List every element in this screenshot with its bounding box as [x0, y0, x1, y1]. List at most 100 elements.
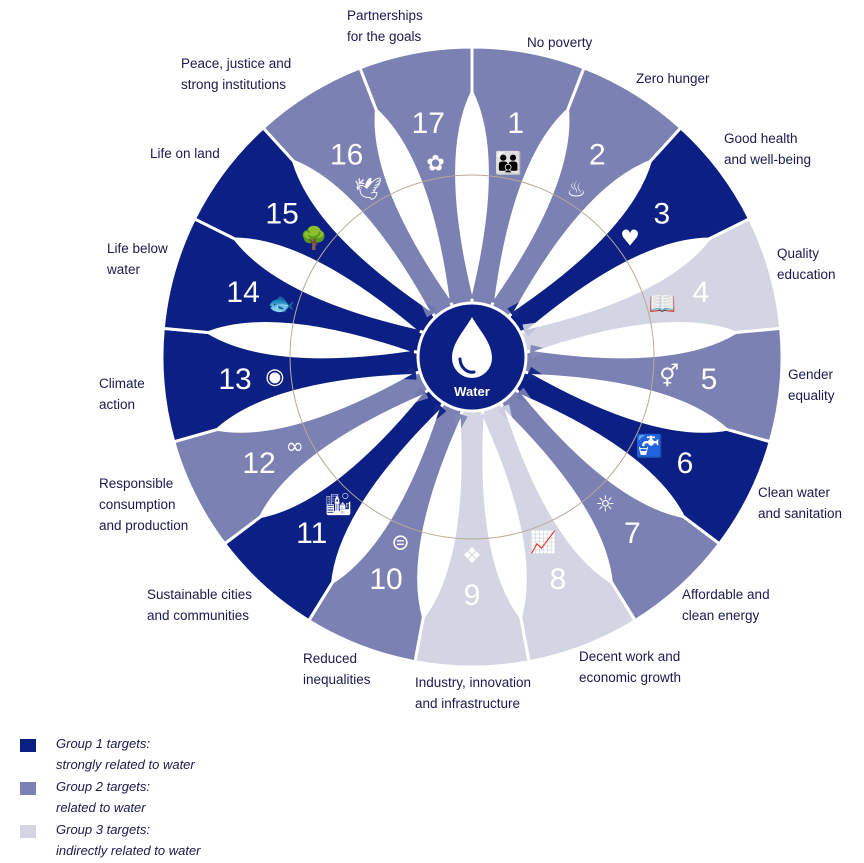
legend-swatch-group1	[20, 739, 36, 752]
goal-number-13: 13	[218, 363, 251, 396]
legend-item-group3: Group 3 targets: indirectly related to w…	[20, 819, 280, 863]
goal-label-line: and sanitation	[758, 506, 843, 521]
dove-gavel-icon: 🕊	[354, 178, 382, 203]
center-hub: Water	[416, 301, 528, 413]
goal-label-line: action	[99, 397, 136, 412]
heartbeat-icon: ♥	[620, 227, 640, 252]
goal-ray-9	[454, 414, 490, 533]
petal	[417, 417, 462, 621]
goal-number-14: 14	[226, 276, 259, 309]
goal-label-11: Sustainable cities and communities	[147, 584, 252, 626]
goal-label-line: economic growth	[579, 670, 682, 685]
legend-swatch-group3	[20, 825, 36, 838]
petal	[531, 374, 730, 433]
petal	[214, 374, 413, 433]
petal	[521, 394, 686, 519]
goal-label-line: education	[777, 267, 836, 282]
legend-swatch-group2	[20, 782, 36, 795]
infinity-icon: ∞	[286, 434, 304, 459]
goal-label-1: No poverty	[527, 32, 592, 53]
goal-label-line: clean energy	[682, 608, 760, 623]
petal	[504, 409, 614, 585]
city-icon: 🏙	[325, 491, 353, 517]
legend-item-group2: Group 2 targets: related to water	[20, 776, 280, 820]
goal-label-line: and well-being	[724, 152, 812, 167]
goal-ray-6	[515, 366, 630, 436]
goal-label-line: Decent work and	[579, 649, 681, 664]
sun-power-icon: ☼	[596, 492, 616, 517]
goal-label-line: Peace, justice and	[181, 56, 292, 71]
goal-label-line: Good health	[724, 131, 798, 146]
growth-chart-icon: 📈	[530, 530, 557, 556]
petal	[330, 409, 440, 585]
petal	[513, 158, 653, 312]
goal-label-line: Clean water	[758, 485, 831, 500]
petal	[527, 237, 712, 330]
goal-ray-2	[487, 207, 565, 318]
fish-icon: 🐟	[268, 292, 295, 317]
goal-ray-15	[331, 250, 437, 337]
goal-label-line: consumption	[99, 497, 176, 512]
goal-label-8: Decent work and economic growth	[579, 646, 681, 688]
goal-ray-3	[507, 250, 613, 337]
goal-label-line: strong institutions	[181, 77, 287, 92]
goal-label-line: and communities	[147, 608, 250, 623]
segment-numbers-and-icons: 1👪2♨3♥4📖5⚥6🚰7☼8📈9❖10⊜11🏙12∞13◉14🐟15🌳16🕊1…	[218, 107, 717, 612]
goal-label-line: Industry, innovation	[415, 675, 532, 690]
goal-label-line: Life on land	[150, 146, 220, 161]
goal-ray-16	[379, 207, 457, 318]
goal-number-8: 8	[550, 563, 567, 596]
goal-label-line: Zero hunger	[636, 71, 710, 86]
tree-icon: 🌳	[300, 225, 327, 252]
goal-label-line: Sustainable cities	[147, 587, 253, 602]
water-tap-icon: 🚰	[635, 433, 662, 459]
goal-ray-7	[497, 387, 591, 488]
goal-number-16: 16	[330, 139, 363, 172]
petal	[455, 89, 489, 295]
goal-label-10: Reduced inequalities	[303, 648, 371, 690]
goal-ray-12	[314, 366, 429, 436]
goal-number-2: 2	[589, 139, 606, 172]
inner-ring	[289, 174, 655, 540]
petal	[291, 158, 431, 312]
equals-icon: ⊜	[391, 531, 409, 556]
goal-label-line: Gender	[788, 367, 834, 382]
goal-number-17: 17	[412, 107, 445, 140]
goal-label-line: Partnerships	[347, 8, 423, 23]
goal-number-5: 5	[701, 363, 718, 396]
goal-number-1: 1	[507, 107, 524, 140]
goal-number-7: 7	[624, 517, 641, 550]
gender-icon: ⚥	[659, 362, 679, 389]
goal-label-line: and production	[99, 518, 189, 533]
book-icon: 📖	[649, 292, 676, 317]
goal-label-5: Gender equality	[788, 364, 835, 406]
goal-label-3: Good health and well-being	[724, 128, 811, 170]
globe-eye-icon: ◉	[265, 364, 284, 389]
petal	[258, 394, 423, 519]
goal-label-16: Peace, justice and strong institutions	[181, 53, 291, 95]
legend-description: related to water	[56, 800, 146, 815]
goal-label-line: No poverty	[527, 35, 593, 50]
family-icon: 👪	[495, 150, 522, 176]
goal-label-line: for the goals	[347, 29, 422, 44]
goal-label-line: and infrastructure	[415, 696, 521, 711]
goal-label-line: equality	[788, 388, 835, 403]
center-label: Water	[454, 384, 490, 399]
goal-label-6: Clean water and sanitation	[758, 482, 842, 524]
legend-title: Group 2 targets:	[56, 779, 150, 794]
goal-label-line: Life below	[107, 241, 168, 256]
cubes-icon: ❖	[462, 544, 482, 569]
goal-label-line: inequalities	[303, 672, 371, 687]
goal-number-3: 3	[654, 198, 671, 231]
goal-number-11: 11	[296, 517, 327, 550]
goal-label-line: Reduced	[303, 651, 358, 666]
petal	[533, 322, 739, 359]
goal-number-6: 6	[677, 447, 694, 480]
goal-ray-8	[476, 404, 536, 522]
